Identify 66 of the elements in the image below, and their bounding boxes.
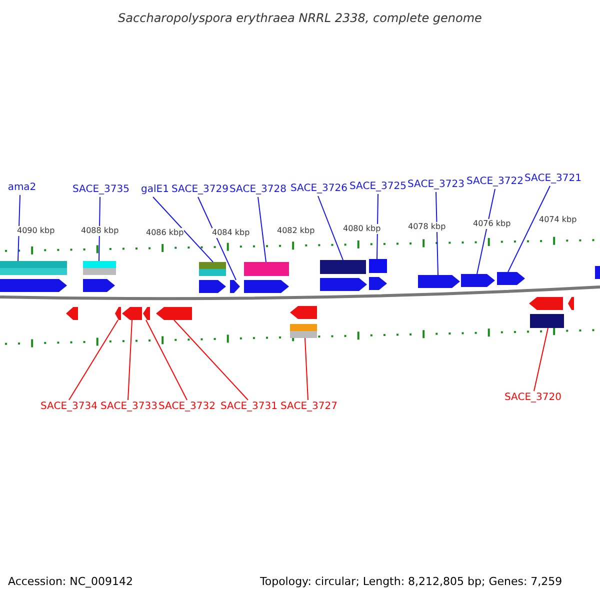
- gene-feature: [568, 297, 574, 310]
- footer-text: Topology: circular; Length: 8,212,805 bp; Genes: 7,259: [260, 575, 562, 589]
- scale-label: 4080 kbp: [343, 224, 381, 234]
- gene-label: SACE_3735: [72, 183, 130, 197]
- gene-feature: [418, 275, 460, 288]
- title: Saccharopolyspora erythraea NRRL 2338, complete genome: [117, 11, 483, 25]
- gene-label: SACE_3728: [229, 183, 287, 197]
- gene-label: ama2: [4, 181, 40, 195]
- scale-label: 4084 kbp: [212, 228, 250, 238]
- leader-line: [318, 196, 344, 260]
- gene-label: SACE_3723: [407, 178, 465, 192]
- gene-label: SACE_3726: [290, 182, 348, 196]
- leader-line: [304, 338, 308, 400]
- leader-line: [174, 320, 248, 400]
- gene-bar: [369, 259, 387, 273]
- gene-label: SACE_3734: [40, 400, 98, 414]
- leader-line: [258, 196, 266, 262]
- gene-feature: [244, 280, 289, 293]
- gene-bar: [199, 262, 226, 276]
- leader-line: [18, 194, 20, 262]
- leader-line: [68, 320, 118, 400]
- gene-label: SACE_3720: [504, 391, 562, 405]
- gene-label: SACE_3729: [171, 183, 229, 197]
- leader-line: [198, 196, 236, 280]
- gene-label: SACE_3725: [349, 180, 407, 194]
- gene-feature: [156, 307, 192, 320]
- gene-feature: [529, 297, 563, 310]
- gene-label: SACE_3721: [524, 172, 582, 186]
- leader-line: [128, 320, 132, 400]
- leader-line: [146, 320, 188, 400]
- leader-line: [152, 196, 214, 262]
- gene-label: SACE_3731: [220, 400, 278, 414]
- gene-bar: [0, 261, 67, 275]
- leader-line: [534, 328, 548, 392]
- scale-label: 4078 kbp: [408, 222, 446, 232]
- gene-feature: [320, 278, 367, 291]
- gene-label: SACE_3727: [280, 400, 338, 414]
- gene-bar: [530, 314, 564, 328]
- gene-feature: [199, 280, 226, 293]
- gene-bar: [320, 260, 366, 274]
- gene-feature: [595, 266, 600, 279]
- scale-label: 4074 kbp: [539, 215, 577, 225]
- gene-bar: [83, 261, 116, 275]
- gene-feature: [66, 307, 78, 320]
- scale-label: 4088 kbp: [81, 226, 119, 236]
- gene-bar: [244, 262, 289, 276]
- gene-bar: [290, 324, 317, 338]
- gene-feature: [369, 277, 387, 290]
- gene-label: galE1: [140, 183, 170, 197]
- scale-label: 4082 kbp: [277, 226, 315, 236]
- footer-text: Accession: NC_009142: [8, 575, 134, 589]
- gene-feature: [497, 272, 525, 285]
- gene-feature: [230, 280, 240, 293]
- gene-feature: [461, 274, 495, 287]
- gene-feature: [83, 279, 115, 292]
- gene-label: SACE_3722: [466, 175, 524, 189]
- leader-line: [508, 186, 550, 272]
- leader-line: [476, 188, 496, 274]
- scale-label: 4086 kbp: [146, 228, 184, 238]
- gene-label: SACE_3732: [158, 400, 216, 414]
- gene-feature: [290, 306, 317, 319]
- leader-line: [436, 192, 438, 276]
- gene-label: SACE_3733: [100, 400, 158, 414]
- gene-feature: [0, 279, 67, 292]
- scale-label: 4090 kbp: [17, 226, 55, 236]
- scale-label: 4076 kbp: [473, 219, 511, 229]
